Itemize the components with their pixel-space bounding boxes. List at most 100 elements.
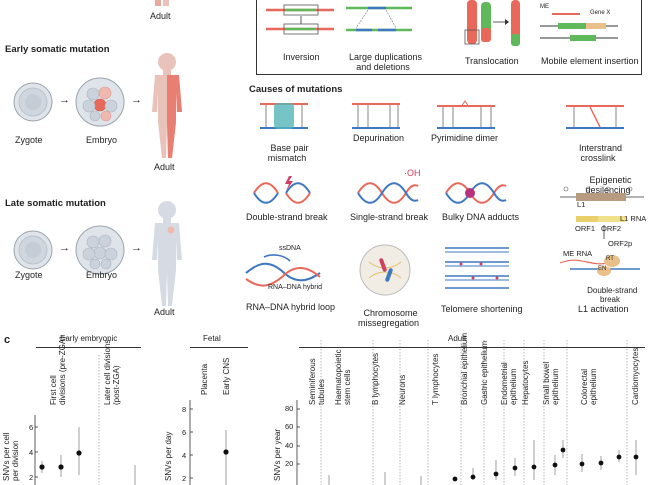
- adult-col-smallbowel-text: Small bowel epithelium: [542, 361, 560, 405]
- mobile-element-illustration: [540, 13, 618, 41]
- cause-ssb-label: Single-strand break: [350, 212, 429, 222]
- adult-tick-40: 40: [285, 441, 294, 450]
- sv-translocation-label: Translocation: [465, 56, 519, 66]
- adult-col-hsc: Haematopoietic stem cells: [334, 349, 352, 405]
- late-adult-label: Adult: [154, 307, 175, 317]
- pyrimidine-dimer-illustration: [437, 100, 495, 129]
- early-adult-body: [152, 53, 182, 158]
- fetal-col-1: Placenta: [200, 363, 209, 395]
- depurination-illustration: [352, 103, 400, 129]
- adult-col-smallbowel: Small bowel epithelium: [542, 362, 560, 405]
- late-zygote-label: Zygote: [15, 270, 43, 280]
- me-rna-label: ME RNA: [563, 249, 593, 258]
- fetal-tick-8: 8: [182, 405, 187, 414]
- inversion-illustration: [266, 4, 334, 35]
- adult-tick-80: 80: [285, 404, 294, 413]
- early-somatic-title: Early somatic mutation: [5, 44, 110, 55]
- l1-dsb-label: Double-strand break: [580, 277, 640, 304]
- late-somatic-title: Late somatic mutation: [5, 198, 106, 209]
- double-strand-break-illustration: [253, 176, 311, 204]
- early-embryo-label: Embryo: [86, 135, 118, 145]
- embryo-illustration: [75, 225, 125, 275]
- fetal-tick-4: 4: [182, 451, 187, 460]
- fetal-header: Fetal: [203, 334, 221, 343]
- cause-dsb-label: Double-strand break: [246, 212, 328, 222]
- fetal-ylabel: SNVs per day: [164, 431, 173, 481]
- l1-rna-label: L1 RNA: [620, 214, 647, 223]
- adult-col-bronchial: Bronchial epithelium: [460, 332, 469, 405]
- sv-inversion-label: Inversion: [283, 52, 320, 62]
- adult-col-hepatocytes: Hepatocytes: [521, 360, 530, 405]
- early-col-2-text: Later cell divisions (post-ZGA): [103, 339, 121, 405]
- adult-col-tlymph: T lymphocytes: [431, 353, 440, 405]
- l1-epigenetic-text: Epigenetic desilencing: [585, 175, 632, 195]
- early-adult-label: Adult: [154, 162, 175, 172]
- adult-header-rule: [299, 347, 645, 348]
- l1-epigenetic-label: Epigenetic desilencing: [578, 165, 638, 195]
- early-col-2: Later cell divisions (post-ZGA): [103, 340, 121, 405]
- late-embryo-label: Embryo: [86, 270, 118, 280]
- structural-variant-box: [256, 0, 642, 75]
- arrow-icon: →: [131, 242, 142, 254]
- embryo-illustration: [75, 77, 125, 127]
- cause-adducts-label: Bulky DNA adducts: [442, 212, 520, 222]
- panel-c-letter: c: [4, 334, 11, 346]
- fetal-header-rule: [190, 347, 248, 348]
- adult-plot: [296, 340, 639, 485]
- adult-col-seminiferous: Seminiferous tubules: [308, 358, 326, 405]
- cause-pyrimidine-label: Pyrimidine dimer: [431, 133, 499, 143]
- adult-col-cardio: Cardiomyocytes: [631, 347, 640, 405]
- adult-col-blymph: B lymphocytes: [371, 352, 380, 405]
- hybrid-label: RNA–DNA hybrid: [268, 284, 323, 291]
- adult-tick-60: 60: [285, 422, 294, 431]
- l1-activation-caption: L1 activation: [578, 304, 629, 314]
- adult-col-endometrial: Endometrial epithelium: [500, 362, 518, 405]
- l1-activation-illustration: [559, 186, 644, 276]
- cause-missegregation-label: Chromosome missegregation: [358, 298, 419, 328]
- sv-duplication-text: Large duplications and deletions: [348, 52, 423, 72]
- orf2p-label: ORF2p: [608, 239, 633, 248]
- arrow-icon: →: [59, 242, 70, 254]
- me-label: ME: [540, 4, 549, 10]
- early-zygote-label: Zygote: [15, 135, 43, 145]
- adult-col-hsc-text: Haematopoietic stem cells: [334, 349, 352, 405]
- sv-mobile-element-label: Mobile element insertion: [541, 56, 639, 66]
- single-strand-break-illustration: [357, 182, 419, 204]
- l1-dsb-text: Double-strand break: [587, 286, 638, 304]
- early-col-1: First cell divisions (pre-ZGA): [49, 336, 67, 405]
- oh-label: ·OH: [404, 168, 421, 178]
- early-tick-4: 4: [29, 448, 34, 457]
- early-header-rule: [36, 347, 141, 348]
- early-tick-6: 6: [29, 423, 34, 432]
- zygote-illustration: [13, 230, 53, 270]
- translocation-illustration: [464, 0, 520, 46]
- cause-crosslink-label: Interstrand crosslink: [568, 133, 628, 163]
- late-adult-body: [152, 201, 182, 306]
- base-pair-mismatch-illustration: [260, 103, 308, 129]
- en-label: EN: [598, 266, 607, 272]
- adult-col-endometrial-text: Endometrial epithelium: [500, 362, 518, 405]
- adult-header: Adult: [448, 334, 467, 343]
- telomere-shortening-illustration: [445, 247, 509, 289]
- duplication-illustration: [346, 6, 412, 32]
- adult-col-seminiferous-text: Seminiferous tubules: [308, 358, 326, 405]
- adult-col-gastric: Gastric epithelium: [480, 340, 489, 405]
- early-embryonic-header: Early embryonic: [60, 334, 118, 343]
- fetal-col-2: Early CNS: [222, 357, 231, 395]
- cause-telomere-label: Telomere shortening: [441, 304, 523, 314]
- early-col-1-text: First cell divisions (pre-ZGA): [49, 336, 67, 405]
- rna-dna-hybrid-illustration: [245, 254, 321, 287]
- cause-hybrid-loop-label: RNA–DNA hybrid loop: [246, 302, 336, 312]
- fetal-plot: [189, 400, 229, 485]
- chromosome-missegregation-illustration: [359, 244, 411, 296]
- early-plot: [34, 355, 136, 485]
- adult-ylabel: SNVs per year: [273, 428, 282, 481]
- bulky-adduct-illustration: [445, 182, 507, 204]
- gene-x-label: Gene X: [590, 10, 611, 16]
- early-tick-2: 2: [29, 473, 34, 482]
- fetal-tick-6: 6: [182, 428, 187, 437]
- orf1-label: ORF1: [575, 224, 596, 233]
- early-ylabel-text: SNVs per cell per division: [2, 432, 20, 481]
- ssdna-label: ssDNA: [279, 245, 301, 252]
- cause-depurination-label: Depurination: [353, 133, 405, 143]
